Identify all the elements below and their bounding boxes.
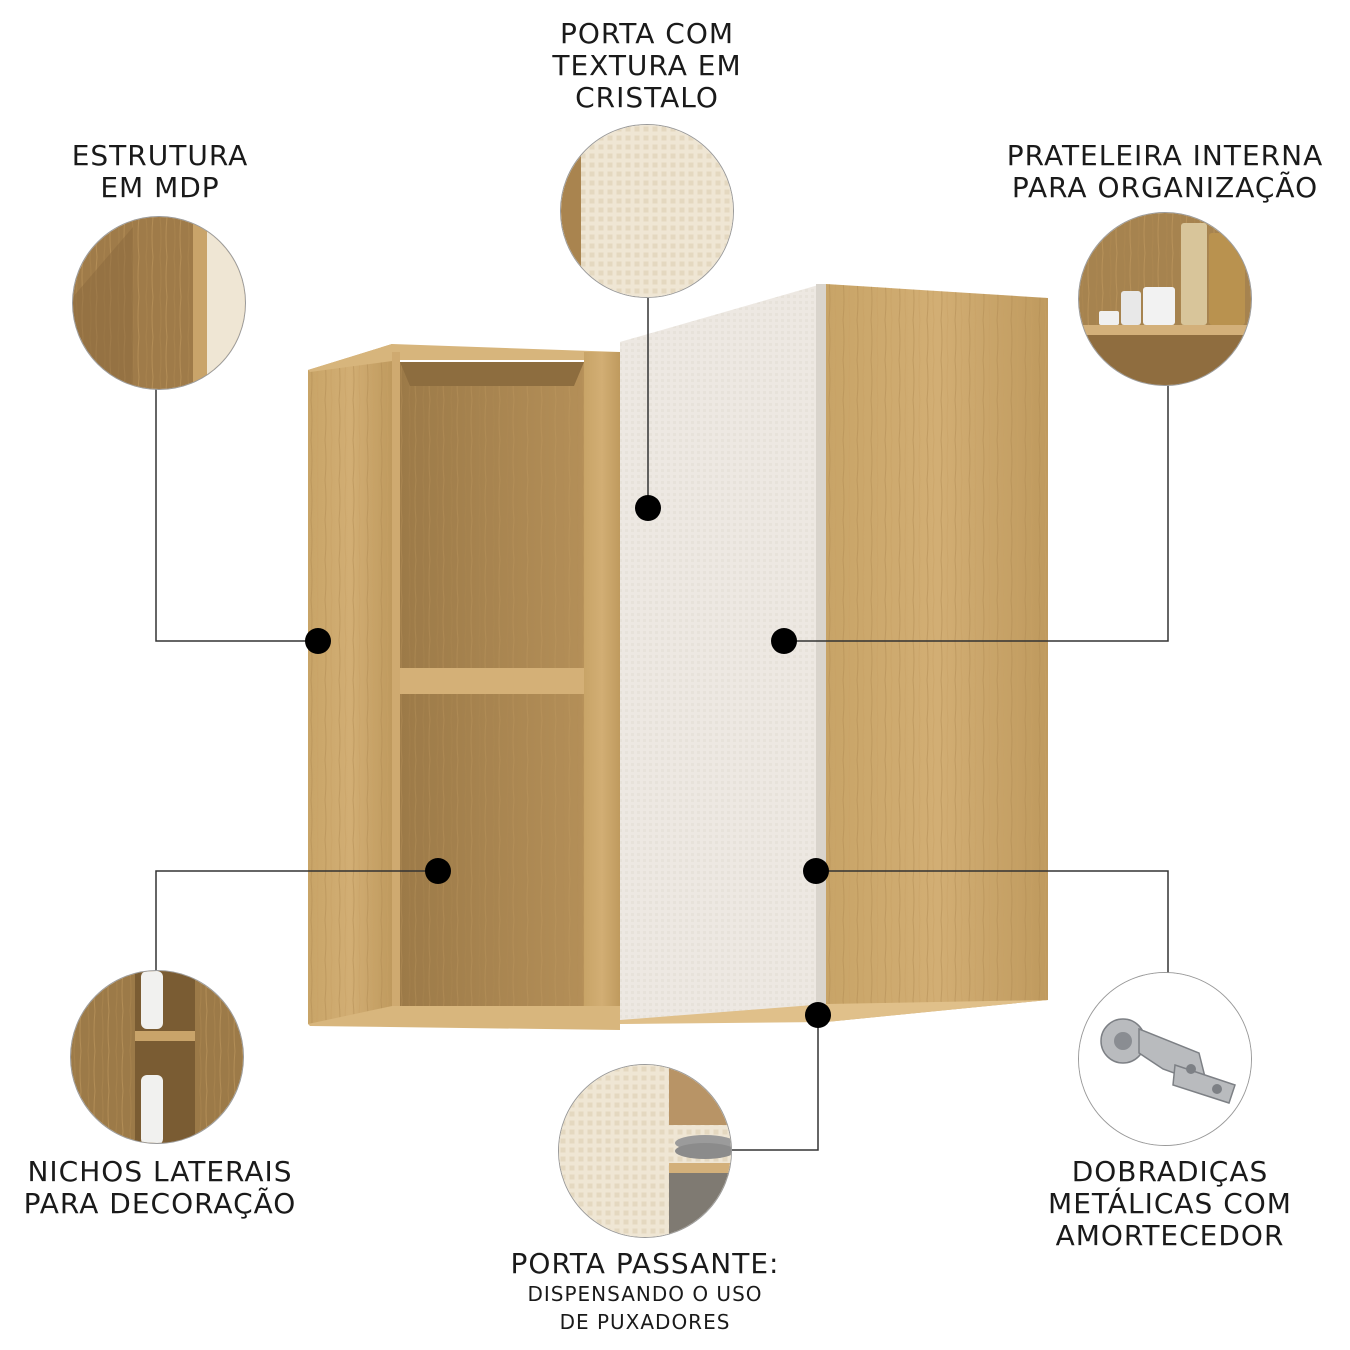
- label-porta-textura: PORTA COM TEXTURA EM CRISTALO: [520, 18, 774, 114]
- label-line: AMORTECEDOR: [1055, 1219, 1285, 1252]
- label-sub-line: DISPENSANDO O USO: [527, 1282, 763, 1306]
- label-sub-line: DE PUXADORES: [559, 1310, 731, 1334]
- niche-bottom: [308, 1006, 620, 1030]
- label-line: PORTA COM: [559, 17, 735, 50]
- label-nichos: NICHOS LATERAIS PARA DECORAÇÃO: [20, 1156, 300, 1220]
- detail-estrutura: [72, 216, 246, 390]
- line-nichos: [155, 870, 438, 976]
- label-line: TEXTURA EM: [552, 49, 742, 82]
- line-dobradicas: [816, 870, 1169, 976]
- niche-shelf: [400, 668, 584, 694]
- label-title: PORTA PASSANTE:: [510, 1247, 780, 1280]
- line-prateleira: [784, 380, 1169, 642]
- label-line: PARA ORGANIZAÇÃO: [1011, 171, 1319, 204]
- cabinet-bottom: [620, 1000, 1048, 1024]
- line-estrutura: [155, 360, 318, 642]
- niche-inner-top: [400, 362, 584, 386]
- label-line: NICHOS LATERAIS: [27, 1155, 293, 1188]
- label-dobradicas: DOBRADIÇAS METÁLICAS COM AMORTECEDOR: [1020, 1156, 1320, 1252]
- detail-porta-textura: [560, 124, 734, 298]
- niche-top-panel: [308, 344, 620, 372]
- dot-nichos: [425, 858, 451, 884]
- line-porta-passante: [730, 1015, 819, 1151]
- detail-prateleira: [1078, 212, 1252, 386]
- label-estrutura: ESTRUTURA EM MDP: [40, 140, 280, 204]
- dot-estrutura: [305, 628, 331, 654]
- label-line: ESTRUTURA: [71, 139, 249, 172]
- label-line: DOBRADIÇAS: [1071, 1155, 1269, 1188]
- label-line: PARA DECORAÇÃO: [23, 1187, 297, 1220]
- dot-porta-passante: [805, 1002, 831, 1028]
- label-prateleira: PRATELEIRA INTERNA PARA ORGANIZAÇÃO: [1000, 140, 1330, 204]
- label-line: EM MDP: [100, 171, 220, 204]
- label-line: PRATELEIRA INTERNA: [1006, 139, 1324, 172]
- detail-nichos: [70, 970, 244, 1144]
- detail-porta-passante: [558, 1064, 732, 1238]
- label-line: METÁLICAS COM: [1048, 1187, 1292, 1220]
- dot-dobradicas: [803, 858, 829, 884]
- cabinet-door: [620, 284, 822, 1024]
- dot-prateleira: [771, 628, 797, 654]
- label-line: CRISTALO: [575, 81, 719, 114]
- dot-porta-textura: [635, 495, 661, 521]
- detail-dobradicas: [1078, 972, 1252, 1146]
- label-porta-passante: PORTA PASSANTE: DISPENSANDO O USO DE PUX…: [500, 1248, 790, 1336]
